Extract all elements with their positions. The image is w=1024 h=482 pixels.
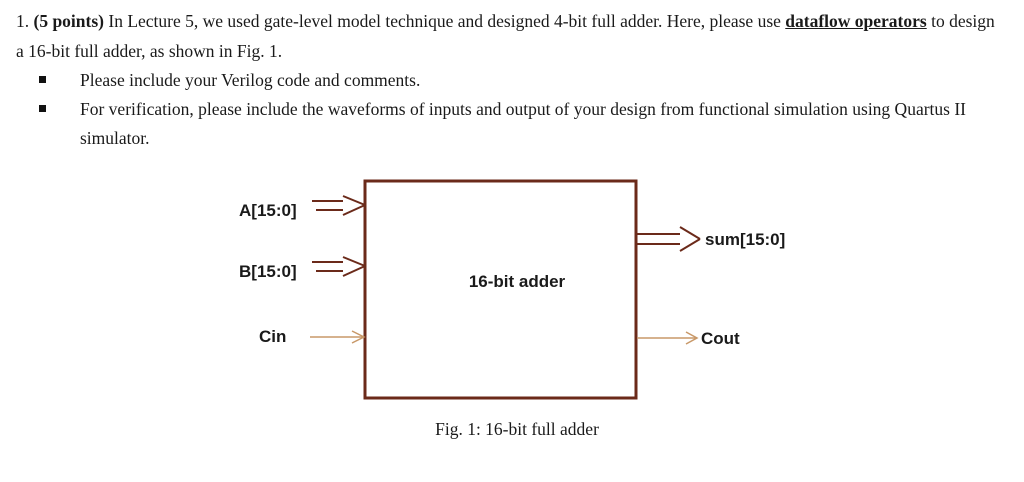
input-cin-arrow bbox=[310, 330, 366, 344]
requirement-text: For verification, please include the wav… bbox=[80, 99, 966, 148]
question-emphasis: dataflow operators bbox=[785, 11, 927, 31]
requirement-text: Please include your Verilog code and com… bbox=[80, 70, 421, 90]
requirements-list: Please include your Verilog code and com… bbox=[16, 66, 1006, 153]
output-cout-label: Cout bbox=[701, 329, 740, 348]
figure-caption: Fig. 1: 16-bit full adder bbox=[435, 419, 599, 439]
input-a-label: A[15:0] bbox=[239, 201, 297, 220]
question-text-before: In Lecture 5, we used gate-level model t… bbox=[104, 11, 786, 31]
question-text-after: to design a 16-bit full adder, as shown … bbox=[16, 11, 995, 61]
question-paragraph: 1. (5 points) In Lecture 5, we used gate… bbox=[16, 6, 1006, 66]
input-cin-label: Cin bbox=[259, 327, 286, 346]
bullet-square-icon bbox=[39, 76, 46, 83]
input-bus-b-arrow bbox=[312, 256, 366, 277]
output-bus-sum-arrow bbox=[637, 226, 701, 252]
requirement-item: For verification, please include the wav… bbox=[16, 95, 1006, 153]
question-number: 1. bbox=[16, 11, 30, 31]
input-bus-a-arrow bbox=[312, 195, 366, 216]
adder-block-label: 16-bit adder bbox=[469, 272, 566, 291]
adder-block bbox=[363, 179, 638, 400]
output-cout-arrow bbox=[637, 331, 699, 345]
input-b-label: B[15:0] bbox=[239, 262, 297, 281]
bullet-square-icon bbox=[39, 105, 46, 112]
output-sum-label: sum[15:0] bbox=[705, 230, 785, 249]
requirement-item: Please include your Verilog code and com… bbox=[16, 66, 1006, 95]
question-points: (5 points) bbox=[33, 11, 105, 31]
